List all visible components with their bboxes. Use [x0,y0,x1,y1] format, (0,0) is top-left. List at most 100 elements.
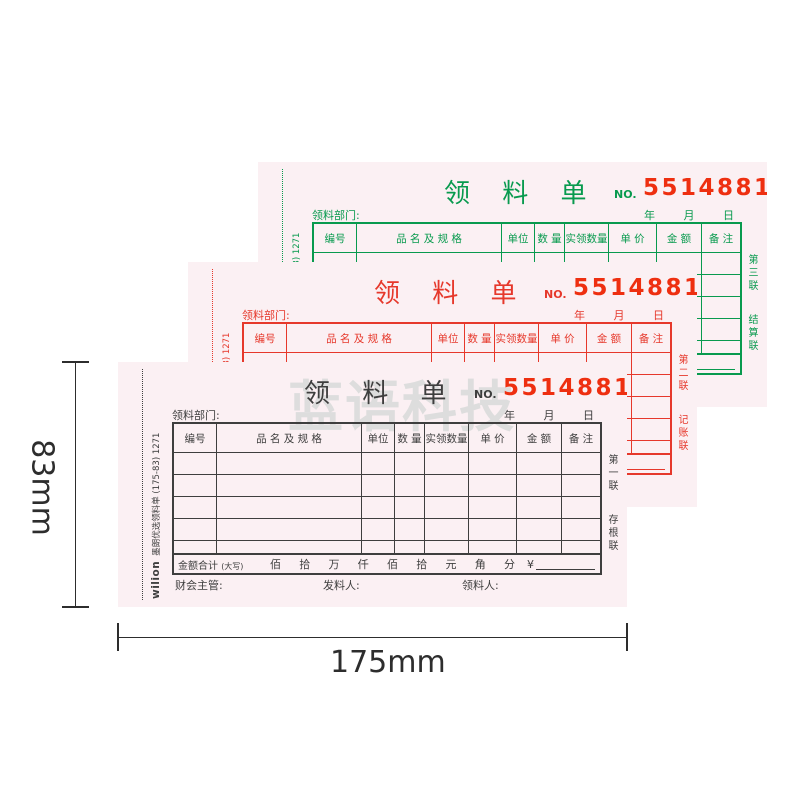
width-dimension-left-tick [117,623,119,651]
table-empty-cell [587,441,632,453]
brand-logo: wilion [150,560,162,599]
table-empty-cell [469,497,517,518]
table-empty-cell [174,453,217,474]
department-label: 领料部门: [242,309,290,322]
copy-number-label: 第一联 [606,454,617,493]
amount-digit-units: 佰拾万仟佰拾元角分 [270,558,515,571]
table-empty-cell [657,275,702,296]
date-row: 年 月 日 [574,307,664,323]
table-empty-cell [395,541,425,553]
header-unit-price: 单 价 [469,424,517,452]
width-dimension-label: 175mm [330,645,446,680]
header-number: 编号 [314,224,357,252]
table-empty-cell [632,441,670,453]
store-watermark: 蓝语科技 [288,375,517,439]
height-dimension-line [75,362,76,607]
no-label: NO. [544,288,567,301]
form-copy-first: 蓝语科技 wilion 墨朗优选领料单 (175-83) 1271 领 料 单 … [118,362,627,607]
table-empty-cell [517,541,562,553]
receiver-label: 领料人: [462,579,499,592]
month-label: 月 [543,409,555,422]
height-dimension-top-tick [62,361,89,363]
header-unit: 单位 [362,424,395,452]
day-label: 日 [723,209,734,222]
table-empty-cell [632,353,670,374]
table-empty-row [174,452,600,474]
table-empty-cell [469,519,517,540]
amount-write-line [606,458,665,470]
table-empty-cell [702,341,740,353]
header-unit-price: 单 价 [609,224,657,252]
serial-number: 5514881 [643,175,767,201]
table-empty-cell [562,541,600,553]
height-dimension-label: 83mm [24,439,60,536]
header-quantity: 数 量 [535,224,565,252]
header-amount: 金 额 [587,324,632,352]
side-vertical-text: wilion 墨朗优选领料单 (175-83) 1271 [149,396,163,599]
items-table: 编号 品 名 及 规 格 单位 数 量 实领数量 单 价 金 额 备 注 金额合… [172,422,602,575]
side-product-code: 墨朗优选领料单 (175-83) 1271 [152,432,162,556]
width-dimension-line [118,637,627,638]
amount-write-line [676,358,735,370]
amount-write-line [536,558,595,570]
table-empty-cell [562,497,600,518]
finance-supervisor-label: 财会主管: [175,579,223,592]
header-unit: 单位 [502,224,535,252]
table-empty-cell [425,475,469,496]
header-remarks: 备 注 [568,432,594,445]
form-title: 领 料 单 [304,379,459,409]
copy-type-label: 结算联 [746,314,757,353]
table-empty-cell [362,519,395,540]
table-empty-cell [362,453,395,474]
table-empty-cell [587,375,632,396]
header-actual-qty: 实领数量 [565,224,609,252]
width-dimension-right-tick [626,623,628,651]
table-empty-cell [217,541,362,553]
table-empty-cell [587,419,632,440]
table-empty-cell [425,541,469,553]
copy-number-label: 第二联 [676,354,687,393]
table-empty-cell [362,541,395,553]
table-empty-cell [425,497,469,518]
table-header-row: 编号 品 名 及 规 格 单位 数 量 实领数量 单 价 金 额 备 注 [174,424,600,452]
year-label: 年 [504,409,515,422]
date-row: 年 月 日 [504,407,594,423]
form-title: 领 料 单 [374,279,529,309]
table-empty-cell [217,453,362,474]
table-empty-cell [362,475,395,496]
copy-type-label: 存根联 [606,514,617,553]
currency-line: ¥ [515,558,600,571]
header-unit: 单位 [432,324,465,352]
table-empty-cell [395,519,425,540]
amount-total-label: 金额合计 (大写) [178,560,244,572]
serial-number: 5514881 [503,375,627,401]
year-label: 年 [574,309,585,322]
table-empty-cell [174,497,217,518]
table-empty-cell [702,275,740,296]
table-empty-row [174,540,600,553]
table-empty-cell [562,475,600,496]
department-label: 领料部门: [312,209,360,222]
department-label: 领料部门: [172,409,220,422]
table-empty-cell [395,475,425,496]
table-empty-cell [702,319,740,340]
table-empty-cell [657,319,702,340]
table-empty-cell [632,375,670,396]
date-row: 年 月 日 [644,207,734,223]
issuer-label: 发料人: [323,579,360,592]
table-empty-cell [517,475,562,496]
header-remarks: 备 注 [638,332,664,345]
table-empty-cell [657,297,702,318]
table-empty-cell [425,453,469,474]
table-empty-cell [395,453,425,474]
table-empty-cell [174,541,217,553]
header-name-spec: 品 名 及 规 格 [357,224,502,252]
header-actual-qty: 实领数量 [425,424,469,452]
table-header-row: 编号 品 名 及 规 格 单位 数 量 实领数量 单 价 金 额 备 注 [244,324,670,352]
table-empty-cell [469,453,517,474]
table-empty-cell [632,419,670,440]
table-empty-cell [702,297,740,318]
header-name-spec: 品 名 及 规 格 [217,424,362,452]
day-label: 日 [653,309,664,322]
